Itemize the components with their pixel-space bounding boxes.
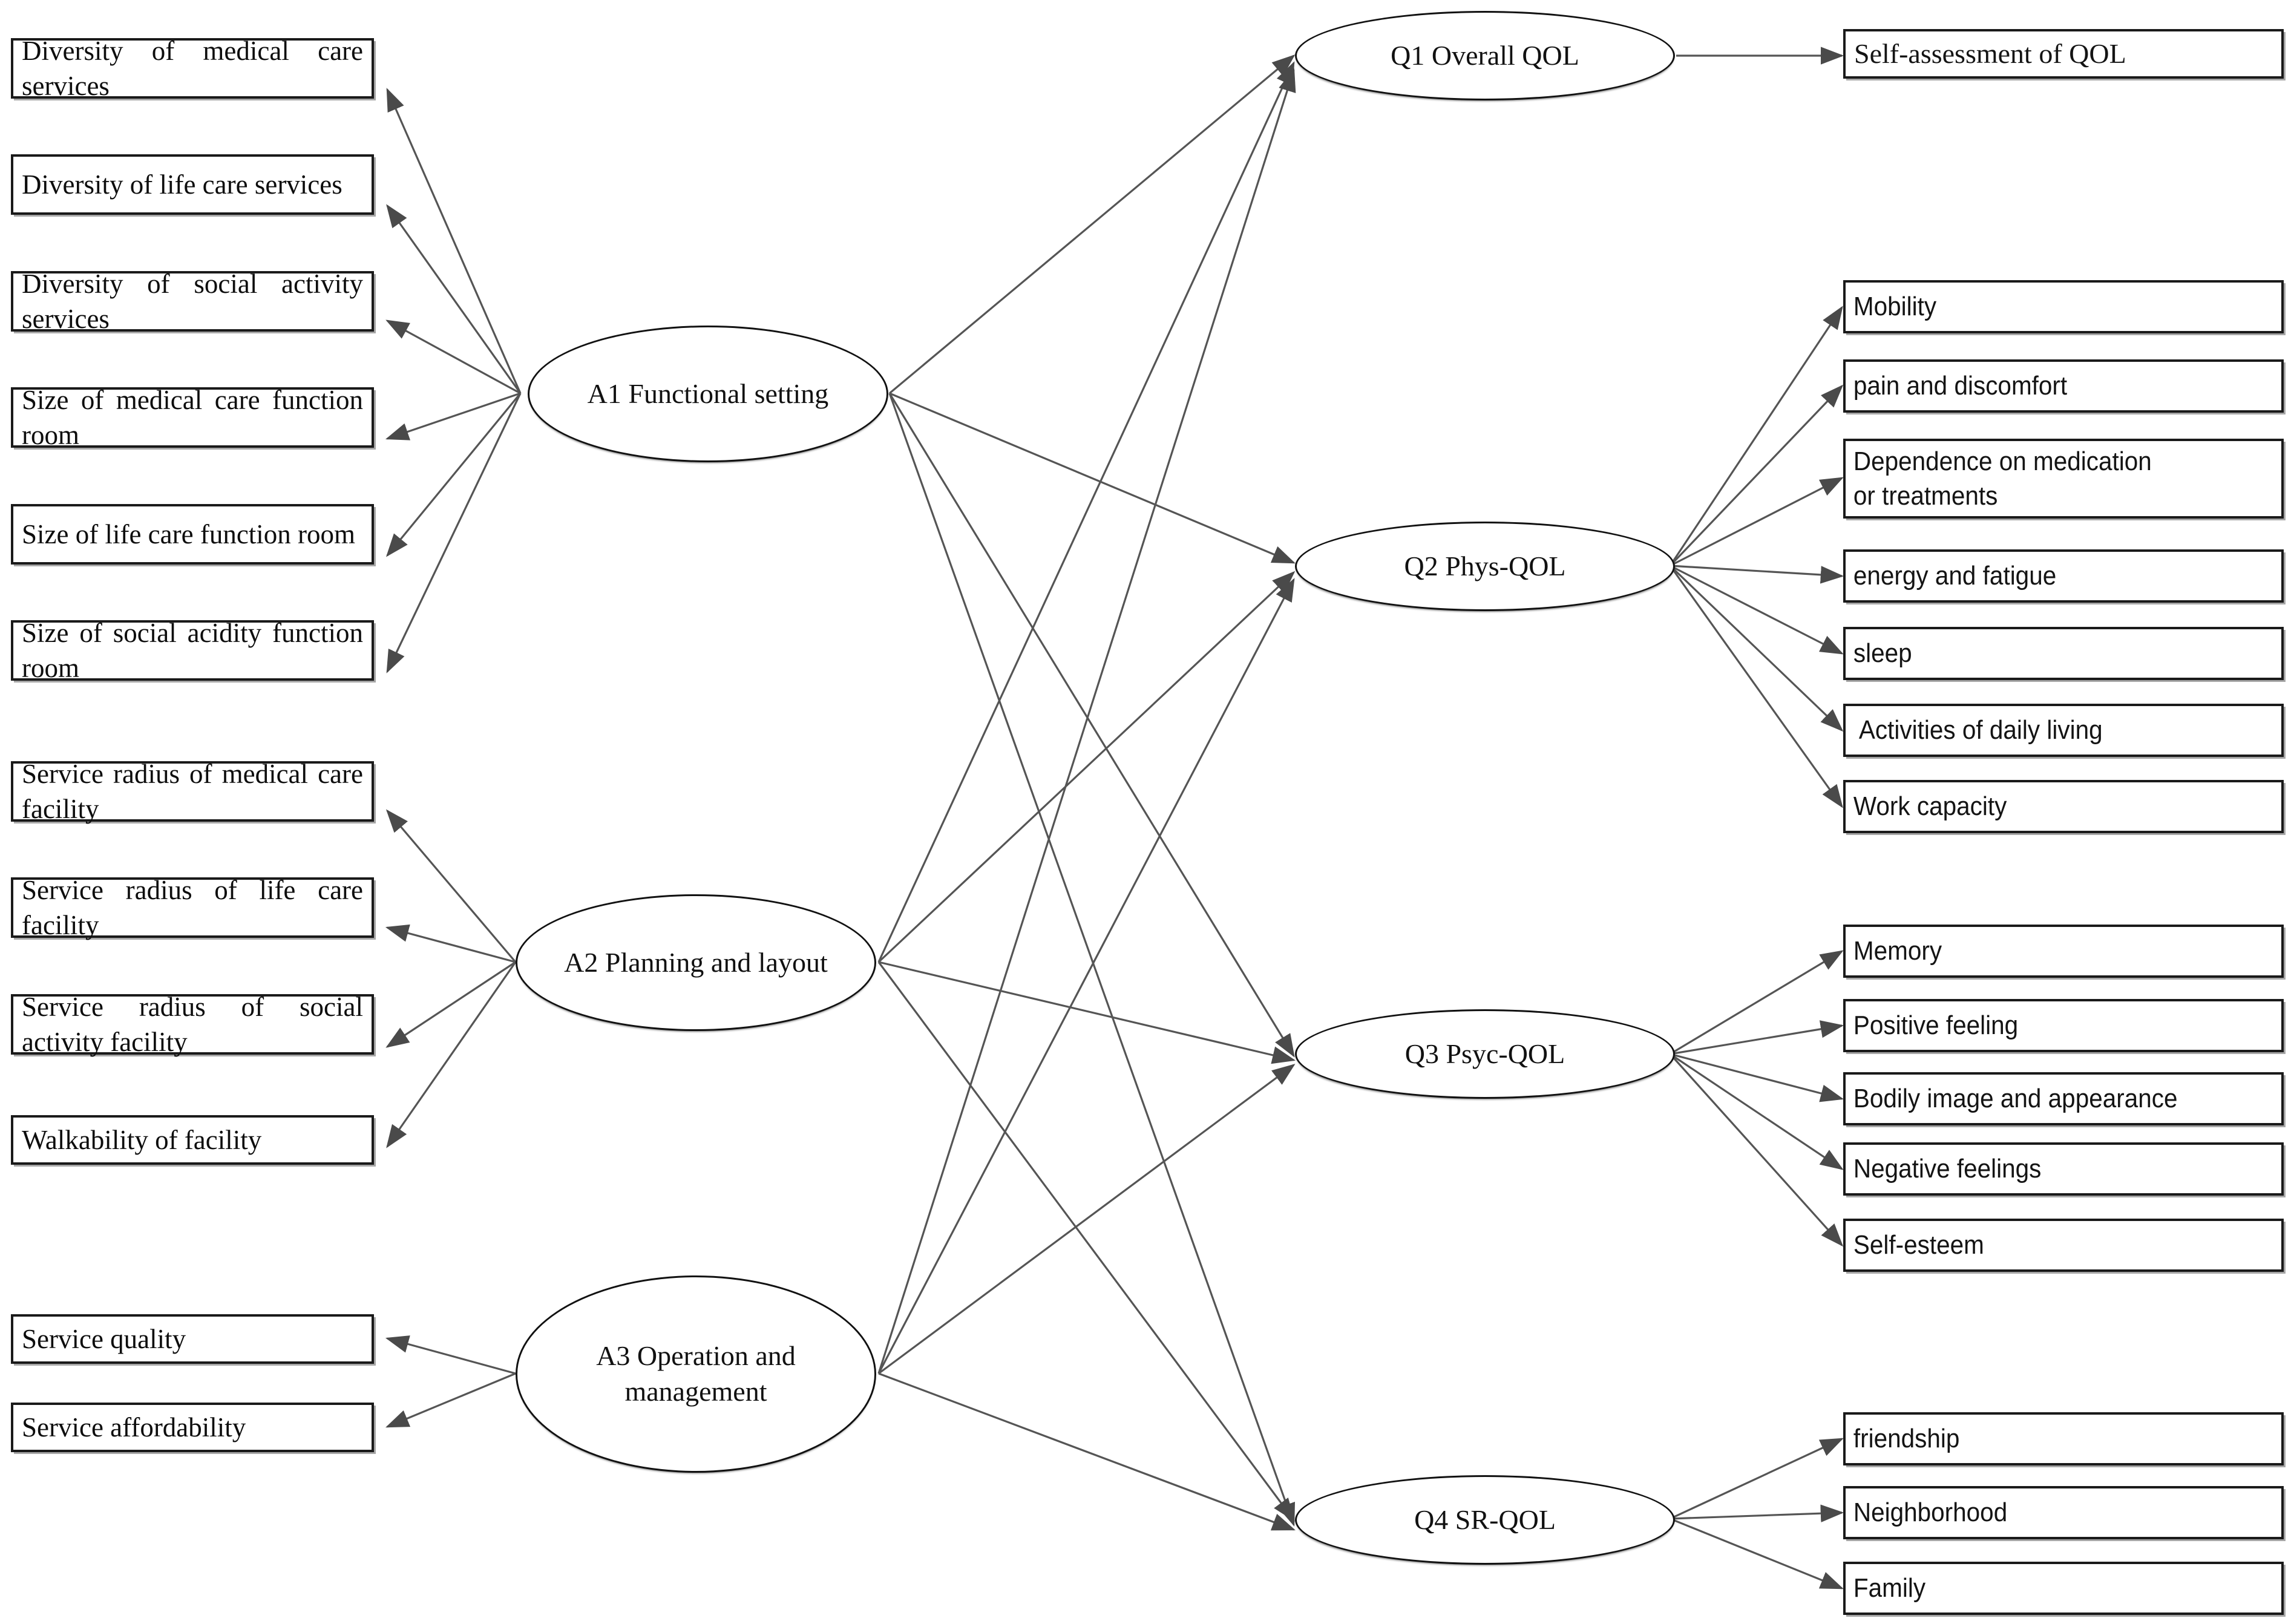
indicator-label: Work capacity	[1853, 791, 2007, 822]
latent-label: Q4 SR-QOL	[1414, 1504, 1556, 1535]
latent-label: A2 Planning and layout	[564, 946, 828, 978]
indicator-box-L12[interactable]: Service affordability	[11, 1403, 374, 1452]
latent-ellipse-Q2[interactable]: Q2 Phys-QOL	[1295, 522, 1675, 611]
indicator-label: Diversity of social activity services	[22, 268, 363, 335]
latent-ellipse-A1[interactable]: A1 Functional setting	[528, 326, 888, 462]
indicator-label: energy and fatigue	[1853, 561, 2057, 591]
latent-ellipse-Q4[interactable]: Q4 SR-QOL	[1295, 1475, 1675, 1565]
indicator-box-R14[interactable]: friendship	[1843, 1412, 2284, 1465]
indicator-label: Diversity of medical care services	[22, 35, 363, 102]
indicator-box-R13[interactable]: Self-esteem	[1843, 1219, 2284, 1272]
indicator-box-L2[interactable]: Diversity of life care services	[11, 154, 374, 215]
edges-latent-to-left-indicators	[385, 88, 522, 1428]
indicator-box-R7[interactable]: Activities of daily living	[1843, 704, 2284, 757]
indicator-label: Negative feelings	[1853, 1154, 2042, 1184]
indicator-label: Service radius of medical care facility	[22, 758, 363, 825]
indicator-label: Family	[1853, 1573, 1926, 1603]
indicator-label: Neighborhood	[1853, 1498, 2008, 1528]
indicator-box-L3[interactable]: Diversity of social activity services	[11, 269, 374, 334]
indicator-box-L6[interactable]: Size of social acidity function room	[11, 618, 374, 683]
indicator-box-L1[interactable]: Diversity of medical care services	[11, 36, 374, 101]
indicator-box-R15[interactable]: Neighborhood	[1843, 1486, 2284, 1539]
indicator-label: Size of social acidity function room	[22, 617, 363, 684]
indicator-label: Walkability of facility	[22, 1124, 262, 1155]
latent-ellipse-A3[interactable]: A3 Operation and management	[516, 1275, 876, 1473]
indicator-box-R1[interactable]: Self-assessment of QOL	[1843, 29, 2284, 79]
indicator-box-R8[interactable]: Work capacity	[1843, 780, 2284, 833]
indicator-box-L7[interactable]: Service radius of medical care facility	[11, 759, 374, 824]
indicator-label: sleep	[1853, 638, 1912, 669]
indicator-label: Bodily image and appearance	[1853, 1084, 2178, 1114]
indicator-box-L5[interactable]: Size of life care function room	[11, 504, 374, 565]
indicator-box-L10[interactable]: Walkability of facility	[11, 1115, 374, 1165]
latent-label: A1 Functional setting	[587, 378, 829, 409]
indicator-label: Service radius of social activity facili…	[22, 991, 363, 1058]
indicator-label: Activities of daily living	[1853, 715, 2103, 745]
edges-endogenous-to-right-indicators	[1669, 47, 1844, 1590]
edges-exogenous-to-endogenous	[877, 54, 1296, 1531]
indicator-box-R4[interactable]: Dependence on medication or treatments	[1843, 439, 2284, 519]
indicator-box-R6[interactable]: sleep	[1843, 627, 2284, 680]
indicator-label: pain and discomfort	[1853, 371, 2068, 401]
indicator-label: Size of life care function room	[22, 519, 356, 549]
indicator-box-R10[interactable]: Positive feeling	[1843, 999, 2284, 1052]
indicator-box-L8[interactable]: Service radius of life care facility	[11, 875, 374, 940]
indicator-label: Self-esteem	[1853, 1230, 1984, 1260]
indicator-box-R5[interactable]: energy and fatigue	[1843, 549, 2284, 603]
latent-ellipse-A2[interactable]: A2 Planning and layout	[516, 894, 876, 1031]
indicator-label: Memory	[1853, 936, 1942, 966]
indicator-box-R9[interactable]: Memory	[1843, 925, 2284, 978]
indicator-label: Service quality	[22, 1323, 186, 1354]
indicator-label: Service radius of life care facility	[22, 874, 363, 941]
indicator-label: friendship	[1853, 1424, 1960, 1454]
latent-ellipse-Q1[interactable]: Q1 Overall QOL	[1295, 11, 1675, 100]
indicator-label: Mobility	[1853, 292, 1937, 322]
indicator-label: Diversity of life care services	[22, 169, 342, 200]
indicator-box-R16[interactable]: Family	[1843, 1562, 2284, 1615]
latent-label: Q1 Overall QOL	[1391, 39, 1579, 71]
indicator-box-R12[interactable]: Negative feelings	[1843, 1142, 2284, 1196]
indicator-box-R3[interactable]: pain and discomfort	[1843, 359, 2284, 413]
indicator-label: Size of medical care function room	[22, 384, 363, 451]
indicator-label: Self-assessment of QOL	[1854, 38, 2126, 70]
indicator-box-L11[interactable]: Service quality	[11, 1314, 374, 1364]
latent-label: Q2 Phys-QOL	[1404, 550, 1566, 581]
latent-label: Q3 Psyc-QOL	[1404, 1038, 1565, 1069]
indicator-box-L9[interactable]: Service radius of social activity facili…	[11, 992, 374, 1057]
indicator-label: Positive feeling	[1853, 1010, 2019, 1041]
indicator-box-R2[interactable]: Mobility	[1843, 280, 2284, 333]
latent-ellipse-Q3[interactable]: Q3 Psyc-QOL	[1295, 1009, 1675, 1099]
indicator-box-L4[interactable]: Size of medical care function room	[11, 385, 374, 450]
indicator-box-R11[interactable]: Bodily image and appearance	[1843, 1072, 2284, 1125]
indicator-label: Dependence on medication or treatments	[1853, 446, 2152, 511]
latent-label: A3 Operation and management	[596, 1340, 796, 1407]
indicator-label: Service affordability	[22, 1412, 246, 1442]
